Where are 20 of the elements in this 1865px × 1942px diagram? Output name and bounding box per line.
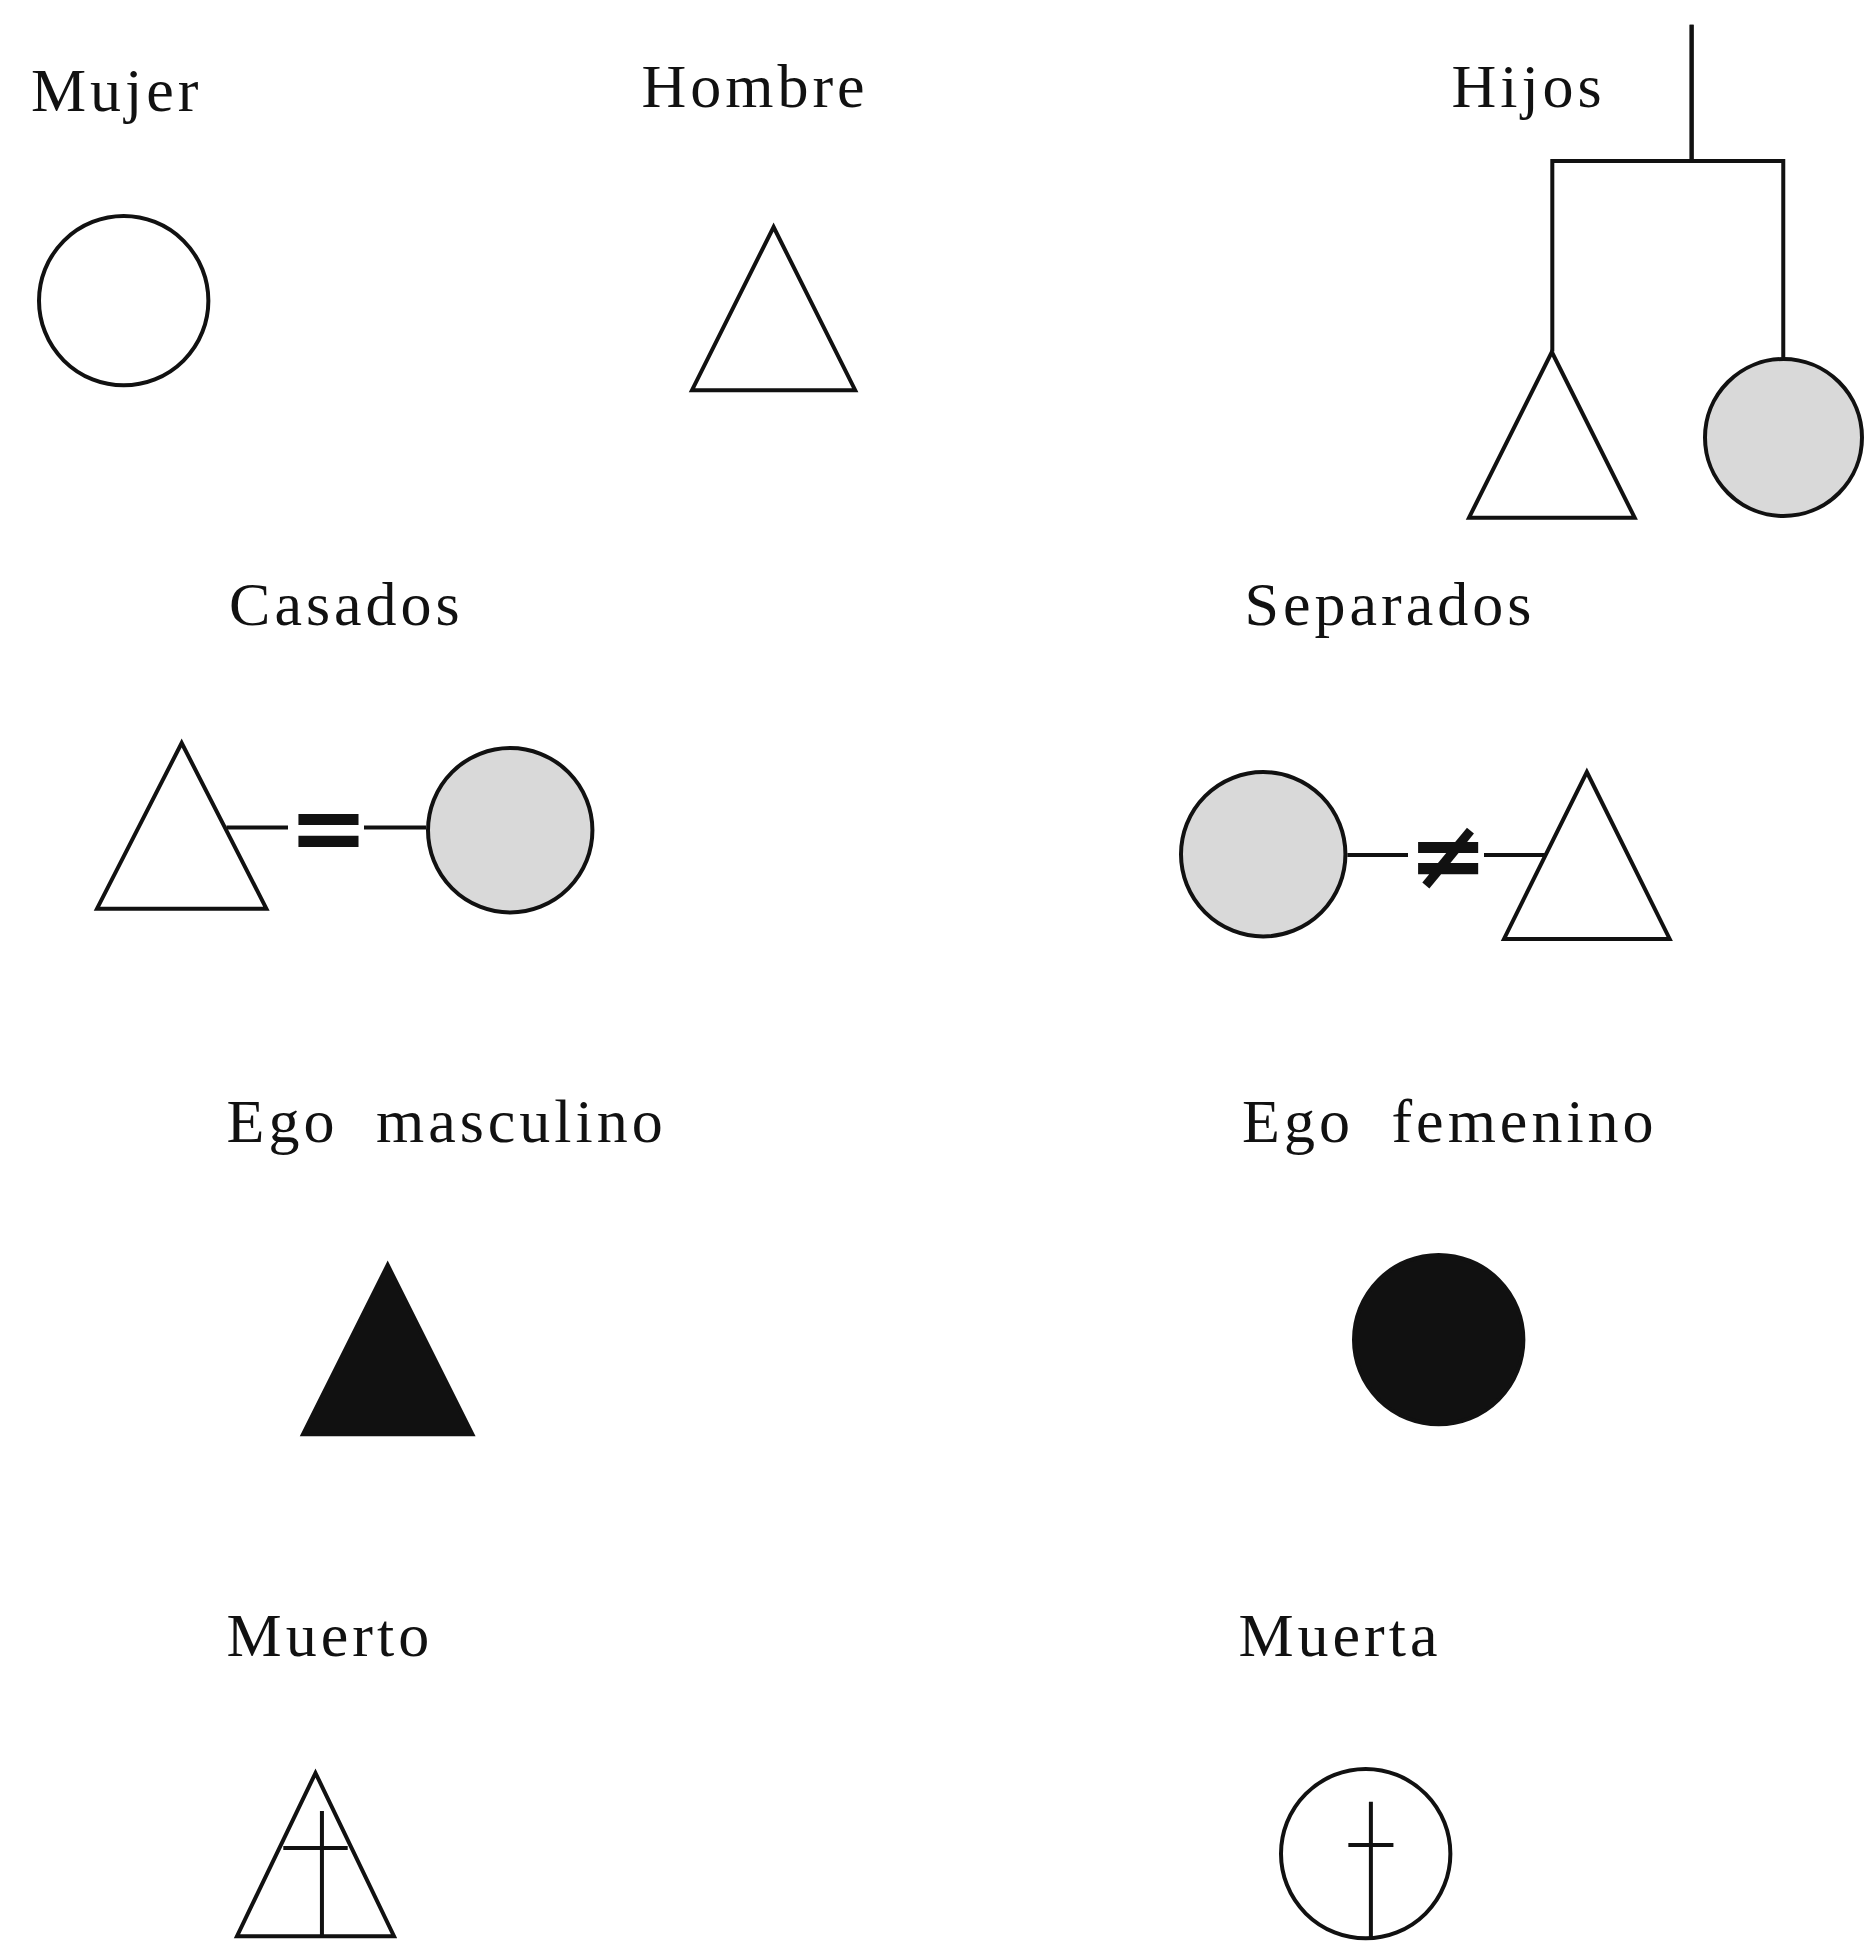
female-symbol: [426, 745, 595, 914]
label: Casados: [229, 572, 464, 635]
male-symbol: [95, 740, 269, 911]
deceased-female-symbol: [1279, 1767, 1453, 1941]
label: Ego femenino: [1242, 1090, 1658, 1153]
male-symbol: [1467, 350, 1638, 521]
label: Ego masculino: [226, 1090, 667, 1153]
male-symbol: [300, 1263, 475, 1437]
female-symbol: [1352, 1253, 1526, 1427]
label: Muerta: [1238, 1604, 1442, 1667]
female-symbol: [37, 214, 211, 388]
label: Hijos: [1451, 55, 1606, 118]
deceased-male-symbol: [235, 1770, 397, 1939]
male-symbol: [1502, 770, 1672, 942]
female-symbol: [1178, 770, 1348, 939]
female-symbol: [1702, 356, 1864, 518]
male-symbol: [689, 225, 857, 393]
label: Hombre: [641, 55, 869, 118]
label: Muerto: [226, 1604, 434, 1667]
connector-line: [1689, 24, 1786, 358]
